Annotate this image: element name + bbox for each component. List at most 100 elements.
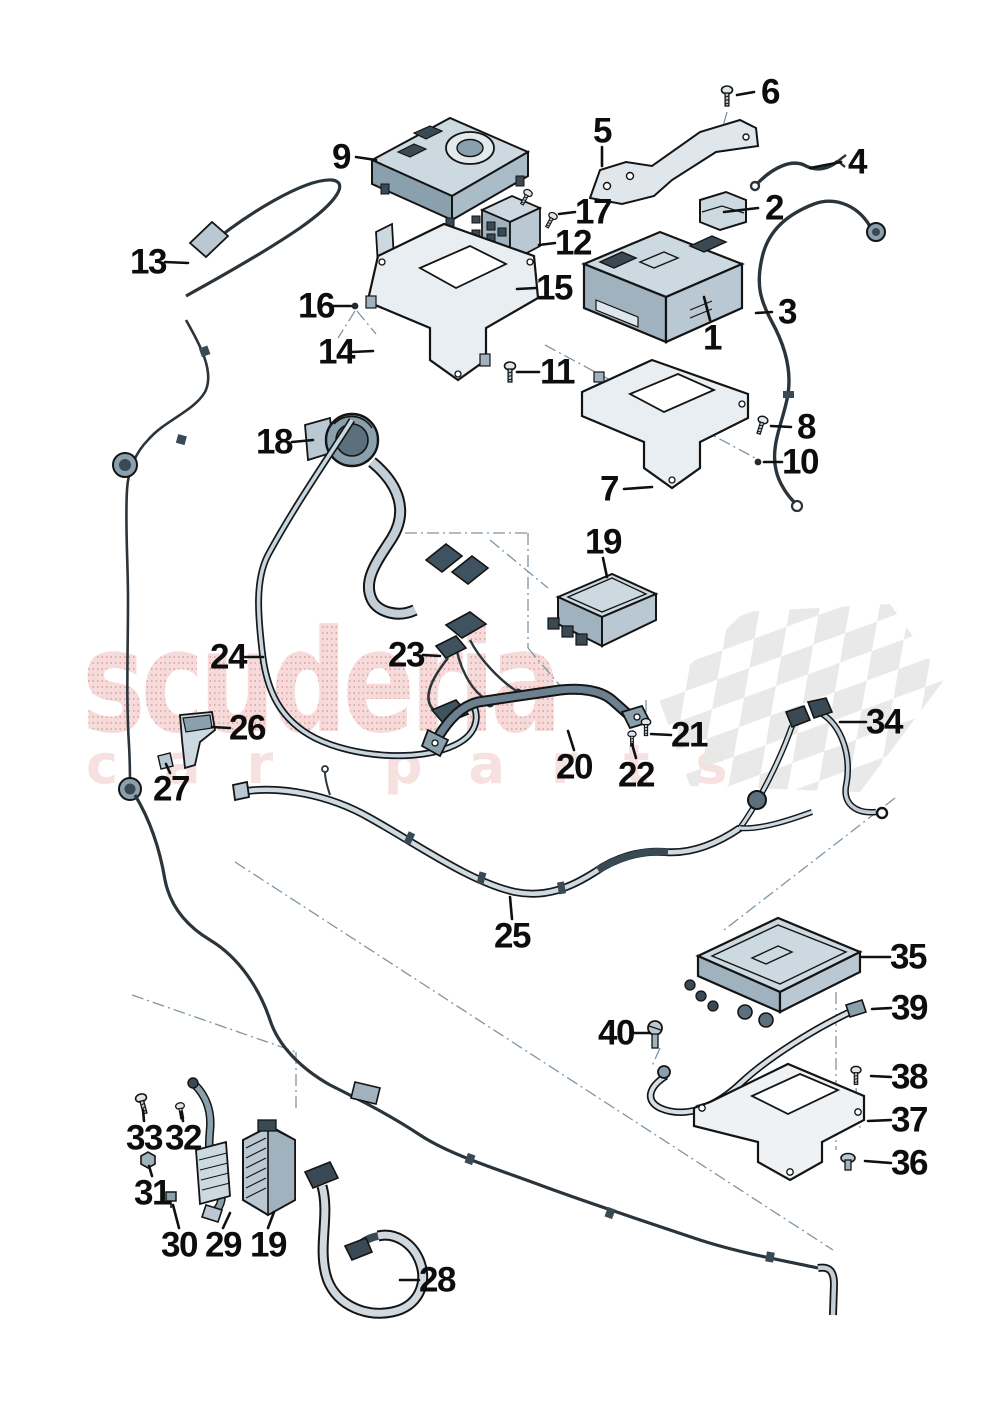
part-16-ball-stud [351,302,359,310]
watermark-brand: scuderia [82,600,562,765]
callout-leader-line [869,1074,893,1079]
callout-label-16: 16 [298,287,335,326]
callout-label-8: 8 [797,408,816,447]
callout-leader-line [601,556,609,579]
callout-label-36: 36 [891,1144,928,1183]
callout-label-23: 23 [388,636,425,675]
callout-35: 35 [860,938,928,977]
part-30-clip [165,1191,177,1208]
callout-leader-line [866,1118,893,1123]
callout-13: 13 [130,243,190,282]
callout-leader-line [147,1164,154,1178]
callout-leader-line [622,485,654,491]
callout-label-20: 20 [556,748,593,787]
callout-36: 36 [863,1144,929,1183]
callout-label-34: 34 [866,703,904,742]
callout-2: 2 [722,189,786,228]
callout-29: 29 [205,1211,243,1265]
callout-label-40: 40 [598,1014,635,1053]
part-6-screw [720,85,734,107]
callout-leader-line [735,90,756,97]
part-14-mounting-bracket [365,222,540,382]
callout-39: 39 [870,989,929,1028]
part-34-ground-cable [806,697,889,820]
callout-7: 7 [600,470,654,509]
callout-15: 15 [515,269,574,308]
callout-9: 9 [332,138,378,177]
callout-leader-line [557,210,577,216]
part-13-sensor-cable [185,178,342,298]
callout-38: 38 [869,1058,929,1097]
callout-leader-line [566,729,576,752]
part-31-nut [140,1151,156,1169]
callout-leader-line [508,895,514,921]
callout-leader-line [354,155,378,162]
checkered-flag-graphic [658,604,944,792]
part-27-grommet [118,752,174,801]
callout-label-7: 7 [600,470,618,509]
callout-label-27: 27 [153,770,189,809]
callout-label-30: 30 [161,1226,198,1265]
part-35-voltage-converter [684,916,863,1028]
callout-40: 40 [598,1014,652,1053]
part-7-mounting-plate [580,358,750,490]
callout-leader-line [649,732,673,737]
part-2-terminal-cover [699,190,747,232]
callout-leader-line [769,424,793,429]
callout-8: 8 [769,408,818,447]
part-9-control-module [369,116,531,229]
callout-label-5: 5 [593,112,612,151]
callout-label-12: 12 [555,224,592,263]
callout-label-32: 32 [165,1119,202,1158]
callout-label-11: 11 [540,353,575,392]
callout-label-18: 18 [256,423,293,462]
callout-label-3: 3 [778,293,797,332]
callout-leader-line [171,1203,181,1230]
callout-label-31: 31 [134,1174,171,1213]
part-21-screw [640,717,652,737]
part-29-bracket [187,1077,231,1223]
callout-label-15: 15 [536,269,573,308]
callout-label-2: 2 [765,189,784,228]
callout-label-26: 26 [229,709,266,748]
callout-label-29: 29 [205,1226,242,1265]
callout-leader-line [221,1211,232,1230]
part-1-battery [581,230,745,344]
callout-label-21: 21 [671,716,708,755]
part-10-ball-stud [754,458,762,466]
callout-leader-line [537,241,557,247]
part-20-support-bracket [420,683,652,758]
callout-14: 14 [318,333,375,372]
callout-33: 33 [126,1108,164,1158]
callout-28: 28 [398,1261,457,1300]
callout-27: 27 [153,762,190,809]
callout-leader-line [870,1006,893,1011]
callout-30: 30 [161,1203,199,1265]
part-8-screw [753,414,770,436]
callout-34: 34 [838,703,905,742]
part-4-bonding-strap [749,154,847,192]
bottom-long-harness [133,794,839,1316]
callout-label-33: 33 [126,1119,163,1158]
callout-label-39: 39 [891,989,928,1028]
callout-leader-line [266,1210,276,1230]
callout-label-22: 22 [618,756,655,795]
callout-22: 22 [618,742,656,795]
part-38-screw [850,1065,862,1086]
callout-1: 1 [702,295,724,358]
left-harness-wire [112,319,211,786]
part-3-battery-cable [757,199,886,513]
callout-37: 37 [866,1101,928,1140]
callout-label-14: 14 [318,333,356,372]
callout-4: 4 [808,143,870,182]
callout-21: 21 [649,716,709,755]
callout-label-10: 10 [782,443,819,482]
callout-leader-line [210,725,232,730]
callout-leader-line [421,653,442,658]
callout-label-19: 19 [585,523,622,562]
callout-label-37: 37 [891,1101,927,1140]
callout-16: 16 [298,287,353,326]
callout-label-19: 19 [250,1226,287,1265]
